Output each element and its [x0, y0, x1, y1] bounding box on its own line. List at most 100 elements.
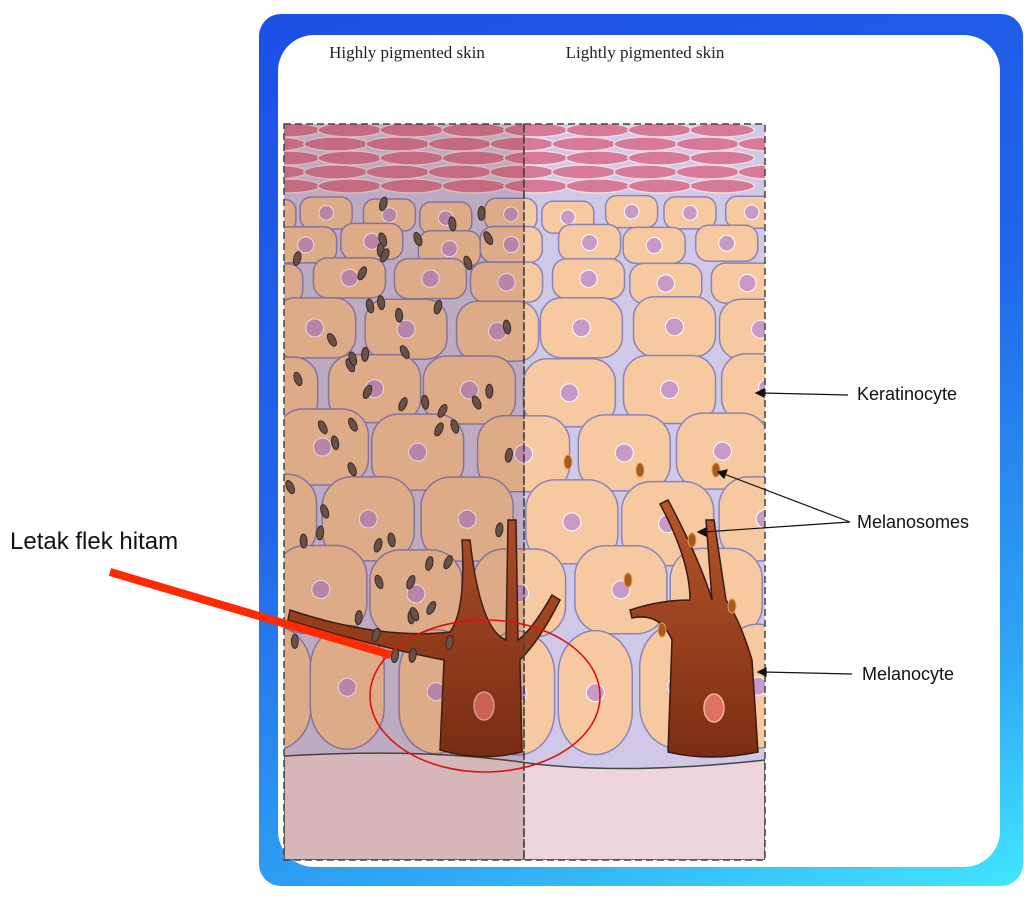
cell-nucleus — [263, 208, 278, 223]
cell-nucleus — [503, 206, 519, 223]
melanosome — [711, 462, 721, 478]
cell-nucleus — [656, 274, 675, 293]
cell-nucleus — [660, 380, 680, 400]
melanosome — [448, 216, 457, 232]
label-keratinocyte: Keratinocyte — [857, 384, 958, 404]
melanosome — [406, 574, 416, 590]
melanosome — [623, 572, 633, 588]
cell-nucleus — [585, 683, 605, 703]
melanosome — [378, 232, 388, 247]
cell-nucleus — [502, 236, 520, 254]
cell-nucleus — [682, 205, 698, 221]
keratinocyte-cell — [284, 356, 319, 426]
keratinocyte-cell — [284, 263, 304, 305]
melanosome — [485, 383, 494, 399]
melanosome — [413, 231, 423, 247]
corneum-cell — [627, 124, 693, 138]
keratinocyte-cell — [284, 473, 318, 559]
melanosome — [425, 556, 434, 571]
keratinocyte-cell — [284, 198, 297, 233]
melanosome — [409, 607, 420, 622]
melanosome — [657, 622, 667, 638]
melanosome — [362, 384, 373, 399]
cell-nucleus — [559, 383, 579, 403]
keratinocyte-cell — [718, 476, 765, 562]
corneum-cell — [689, 150, 755, 166]
cell-nucleus — [421, 269, 440, 288]
corneum-cell — [565, 178, 631, 194]
melanosome — [687, 532, 697, 548]
cell-nucleus — [358, 509, 378, 529]
melanosome — [434, 422, 444, 437]
cell-nucleus — [712, 441, 732, 461]
cell-nucleus — [562, 512, 582, 532]
corneum-cell — [551, 136, 617, 152]
corneum-cell — [675, 136, 741, 152]
melanosome — [502, 319, 512, 335]
melanosome — [377, 295, 386, 311]
cell-nucleus — [457, 509, 477, 529]
melanosome — [378, 196, 388, 212]
melanosome — [463, 255, 473, 271]
cell-nucleus — [265, 679, 283, 697]
corneum-cell — [551, 164, 617, 180]
callout-text: Letak flek hitam — [10, 528, 179, 555]
melanosome — [477, 205, 486, 221]
melanosome — [380, 248, 390, 263]
melanocyte-right — [629, 499, 759, 758]
melanosome — [285, 480, 296, 495]
cell-nucleus — [337, 677, 357, 697]
label-melanocyte: Melanocyte — [862, 664, 955, 684]
lightly-pigmented-box — [523, 123, 766, 861]
cell-nucleus — [743, 204, 760, 221]
melanosome — [387, 532, 396, 548]
callout-line — [108, 568, 393, 659]
corneum-cell — [565, 124, 631, 138]
cell-nucleus — [645, 236, 663, 254]
cell-nucleus — [497, 273, 516, 292]
melanosome — [354, 610, 363, 626]
melanosome — [408, 647, 417, 663]
cell-nucleus — [623, 203, 640, 220]
cell-nucleus — [560, 209, 576, 226]
corneum-cell — [613, 164, 679, 180]
melanosome — [635, 462, 645, 478]
corneum-cell — [737, 136, 765, 152]
melanosome — [317, 420, 328, 435]
melanosome — [727, 598, 737, 614]
melanosome — [347, 462, 357, 477]
melanosome — [330, 435, 340, 451]
melanosome — [563, 454, 573, 470]
label-melanosomes: Melanosomes — [857, 512, 970, 532]
cell-nucleus — [297, 236, 315, 254]
cell-nucleus — [262, 507, 280, 525]
corneum-cell — [737, 164, 765, 180]
melanosome — [443, 555, 453, 570]
melanosome — [316, 525, 325, 541]
corneum-cell — [613, 136, 679, 152]
melanosome — [373, 538, 383, 553]
melanosome — [293, 371, 303, 387]
corneum-cell — [565, 150, 631, 166]
corneum-cell — [627, 178, 693, 194]
melanosome — [347, 417, 358, 432]
cell-nucleus — [312, 437, 332, 457]
cell-nucleus — [381, 207, 398, 223]
melanosome — [437, 403, 448, 418]
cell-nucleus — [440, 240, 458, 258]
cell-nucleus — [718, 234, 736, 252]
melanosome — [326, 332, 337, 347]
melanosome — [398, 397, 408, 412]
melanosome — [395, 307, 404, 323]
melanosome — [371, 627, 381, 643]
cell-nucleus — [459, 380, 479, 400]
cell-nucleus — [305, 318, 325, 338]
cell-nucleus — [311, 580, 331, 600]
cell-nucleus — [408, 442, 428, 462]
melanosome — [483, 231, 494, 246]
melanosome — [320, 504, 330, 519]
melanosome — [361, 346, 370, 362]
pigmented-overlay — [284, 124, 524, 860]
melanosome — [357, 266, 368, 281]
